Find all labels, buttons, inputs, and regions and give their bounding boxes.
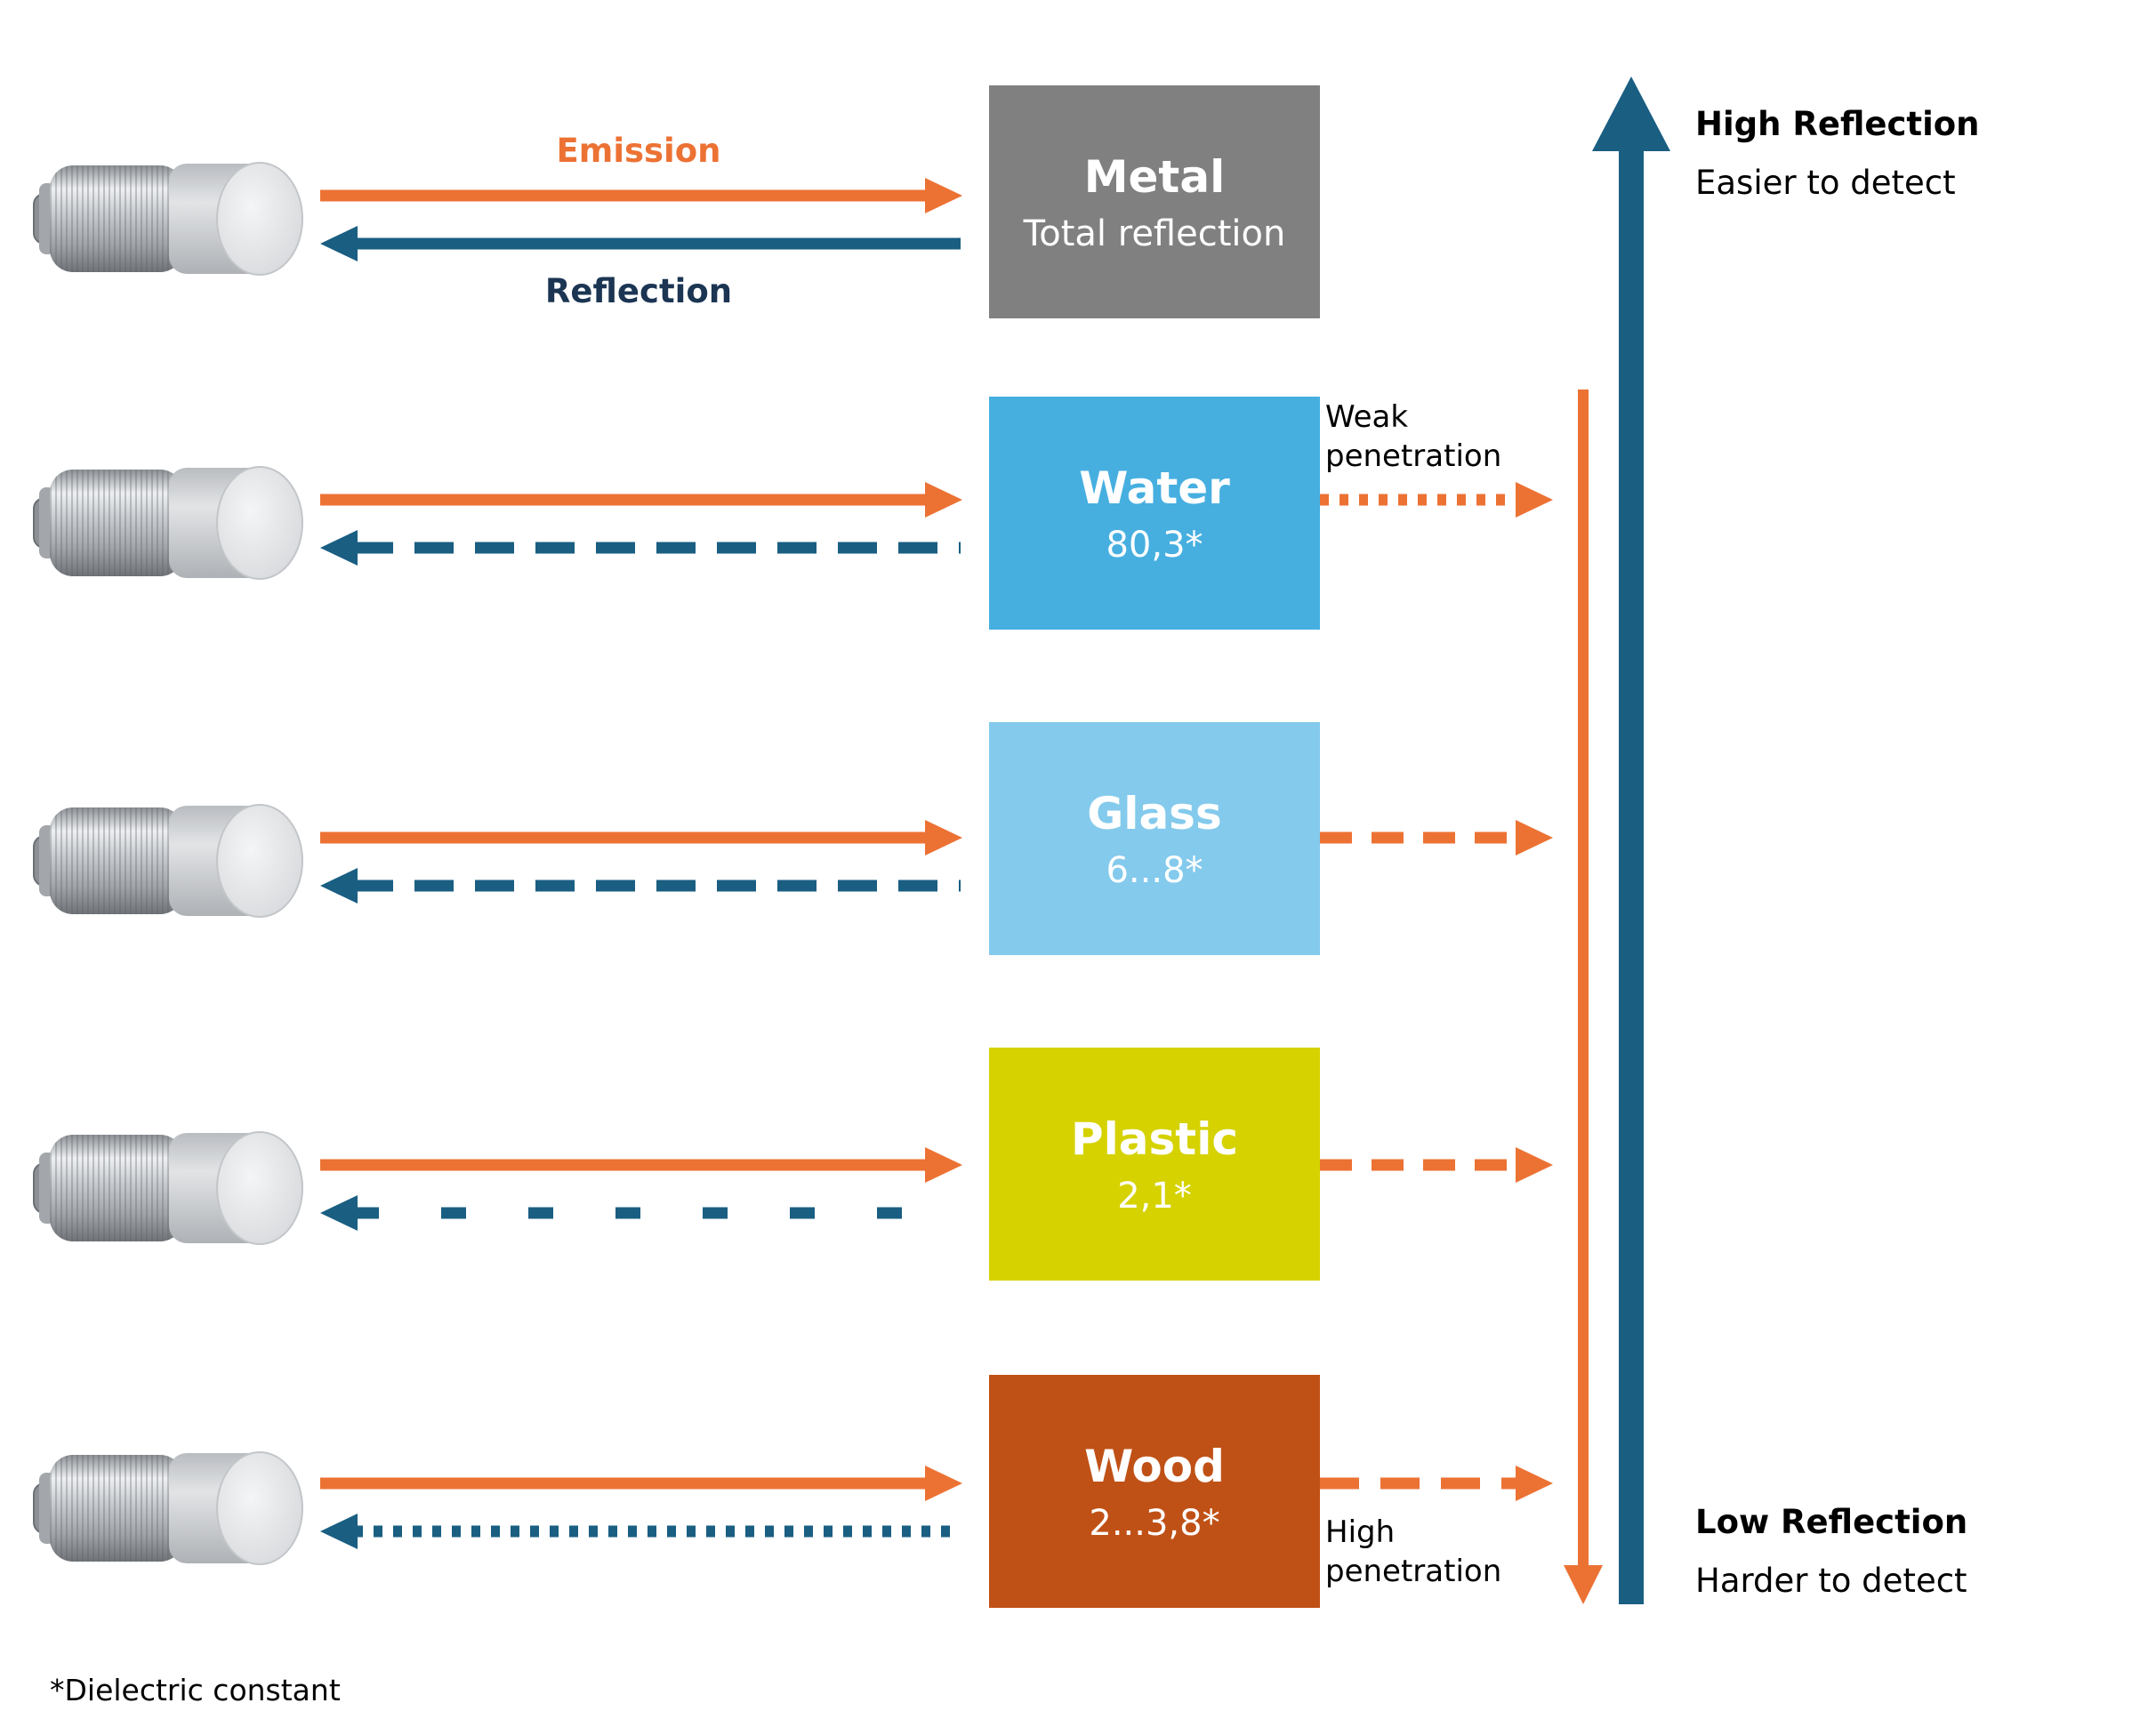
- penetration-arrow: [1320, 1466, 1553, 1501]
- reflection-arrow: [320, 1195, 961, 1231]
- easier-to-detect-label: Easier to detect: [1695, 164, 1956, 202]
- material-name: Metal: [1084, 151, 1225, 203]
- high-penetration-label-line1: High: [1325, 1514, 1395, 1550]
- reflection-arrow: [320, 868, 961, 904]
- penetration-arrow: [1320, 1147, 1553, 1183]
- footnote: *Dielectric constant: [50, 1673, 341, 1707]
- sensors-group: [33, 162, 303, 1565]
- low-reflection-label: Low Reflection: [1695, 1503, 1967, 1541]
- emission-arrow: [320, 178, 962, 213]
- sensor-icon: [33, 1131, 303, 1245]
- sensor-icon: [33, 1451, 303, 1565]
- material-value: 2,1*: [1117, 1176, 1192, 1217]
- sensor-icon: [33, 162, 303, 276]
- weak-penetration-label-line1: Weak: [1325, 399, 1408, 435]
- reflection-arrow: [320, 226, 961, 261]
- penetration-arrow: [1320, 820, 1553, 856]
- material-value: 2...3,8*: [1089, 1503, 1219, 1544]
- material-name: Plastic: [1071, 1113, 1238, 1165]
- emission-arrow: [320, 1466, 962, 1501]
- reflection-arrow: [320, 530, 961, 566]
- penetration-arrow: [1320, 482, 1553, 518]
- sensor-icon: [33, 804, 303, 918]
- harder-to-detect-label: Harder to detect: [1695, 1562, 1967, 1600]
- penetration-scale-arrow: [1564, 390, 1603, 1604]
- emission-arrow: [320, 1147, 962, 1183]
- material-box-glass: Glass 6...8*: [989, 722, 1320, 955]
- emission-arrow: [320, 482, 962, 518]
- material-name: Wood: [1084, 1441, 1225, 1492]
- emission-arrow: [320, 820, 962, 856]
- material-box-water: Water 80,3*: [989, 397, 1320, 630]
- material-value: 6...8*: [1106, 850, 1203, 891]
- material-box-plastic: Plastic 2,1*: [989, 1048, 1320, 1281]
- material-box-wood: Wood 2...3,8*: [989, 1375, 1320, 1608]
- reflection-label: Reflection: [545, 272, 732, 310]
- weak-penetration-label-line2: penetration: [1325, 438, 1501, 474]
- reflection-arrow: [320, 1514, 961, 1549]
- emission-label: Emission: [557, 132, 721, 170]
- sensor-icon: [33, 466, 303, 580]
- material-value: 80,3*: [1106, 525, 1203, 566]
- material-name: Glass: [1087, 788, 1221, 839]
- high-reflection-label: High Reflection: [1695, 105, 1980, 143]
- material-name: Water: [1079, 462, 1230, 514]
- high-penetration-label-line2: penetration: [1325, 1554, 1501, 1589]
- reflection-scale-arrow: [1592, 76, 1670, 1604]
- material-value: Total reflection: [1023, 213, 1286, 254]
